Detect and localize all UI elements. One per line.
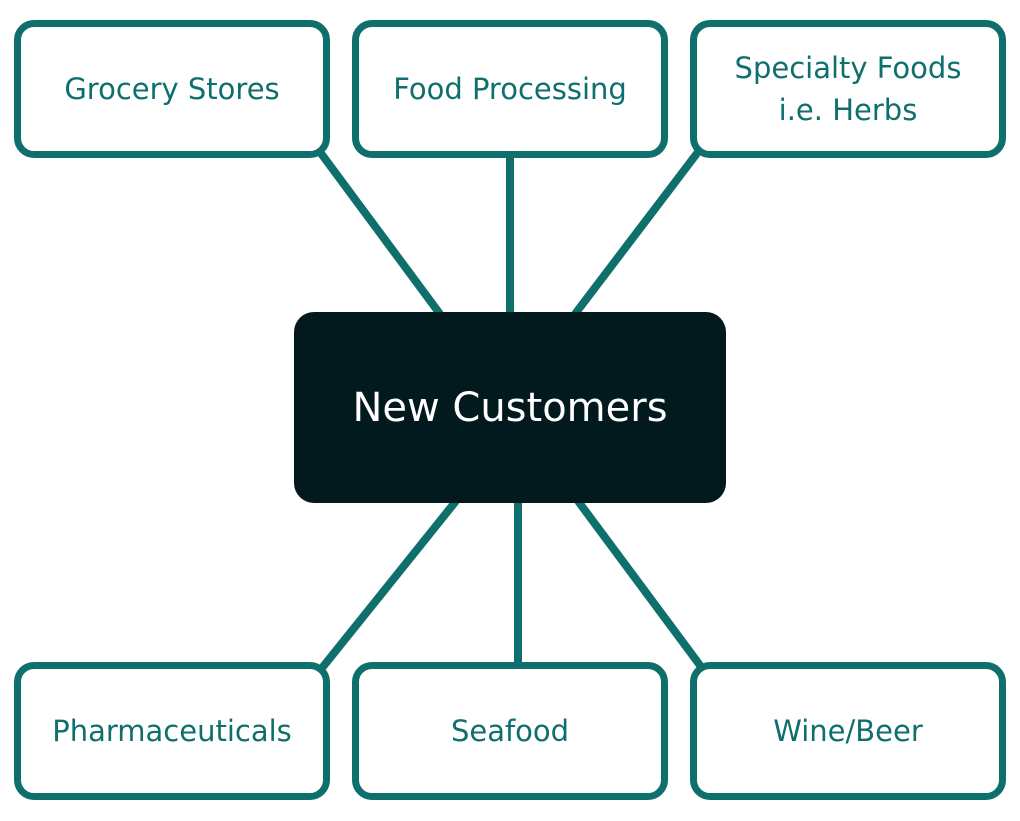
hub-label: New Customers: [352, 384, 668, 431]
hub-new-customers: New Customers: [294, 312, 726, 503]
edge-pharmaceuticals: [318, 498, 460, 671]
node-pharmaceuticals: Pharmaceuticals: [14, 662, 330, 800]
node-food-processing: Food Processing: [352, 20, 668, 158]
node-wine-beer: Wine/Beer: [690, 662, 1006, 800]
node-specialty-foods: Specialty Foods i.e. Herbs: [690, 20, 1006, 158]
edge-grocery-stores: [316, 149, 444, 317]
edge-wine-beer: [574, 498, 706, 671]
node-label: Grocery Stores: [64, 72, 280, 106]
node-label: Food Processing: [393, 72, 627, 106]
node-label: Specialty Foods i.e. Herbs: [734, 51, 962, 127]
node-label: Seafood: [450, 714, 570, 748]
node-grocery-stores: Grocery Stores: [14, 20, 330, 158]
node-label: Wine/Beer: [773, 714, 923, 748]
node-seafood: Seafood: [352, 662, 668, 800]
node-label: Pharmaceuticals: [52, 714, 292, 748]
edge-specialty-foods: [571, 149, 702, 317]
